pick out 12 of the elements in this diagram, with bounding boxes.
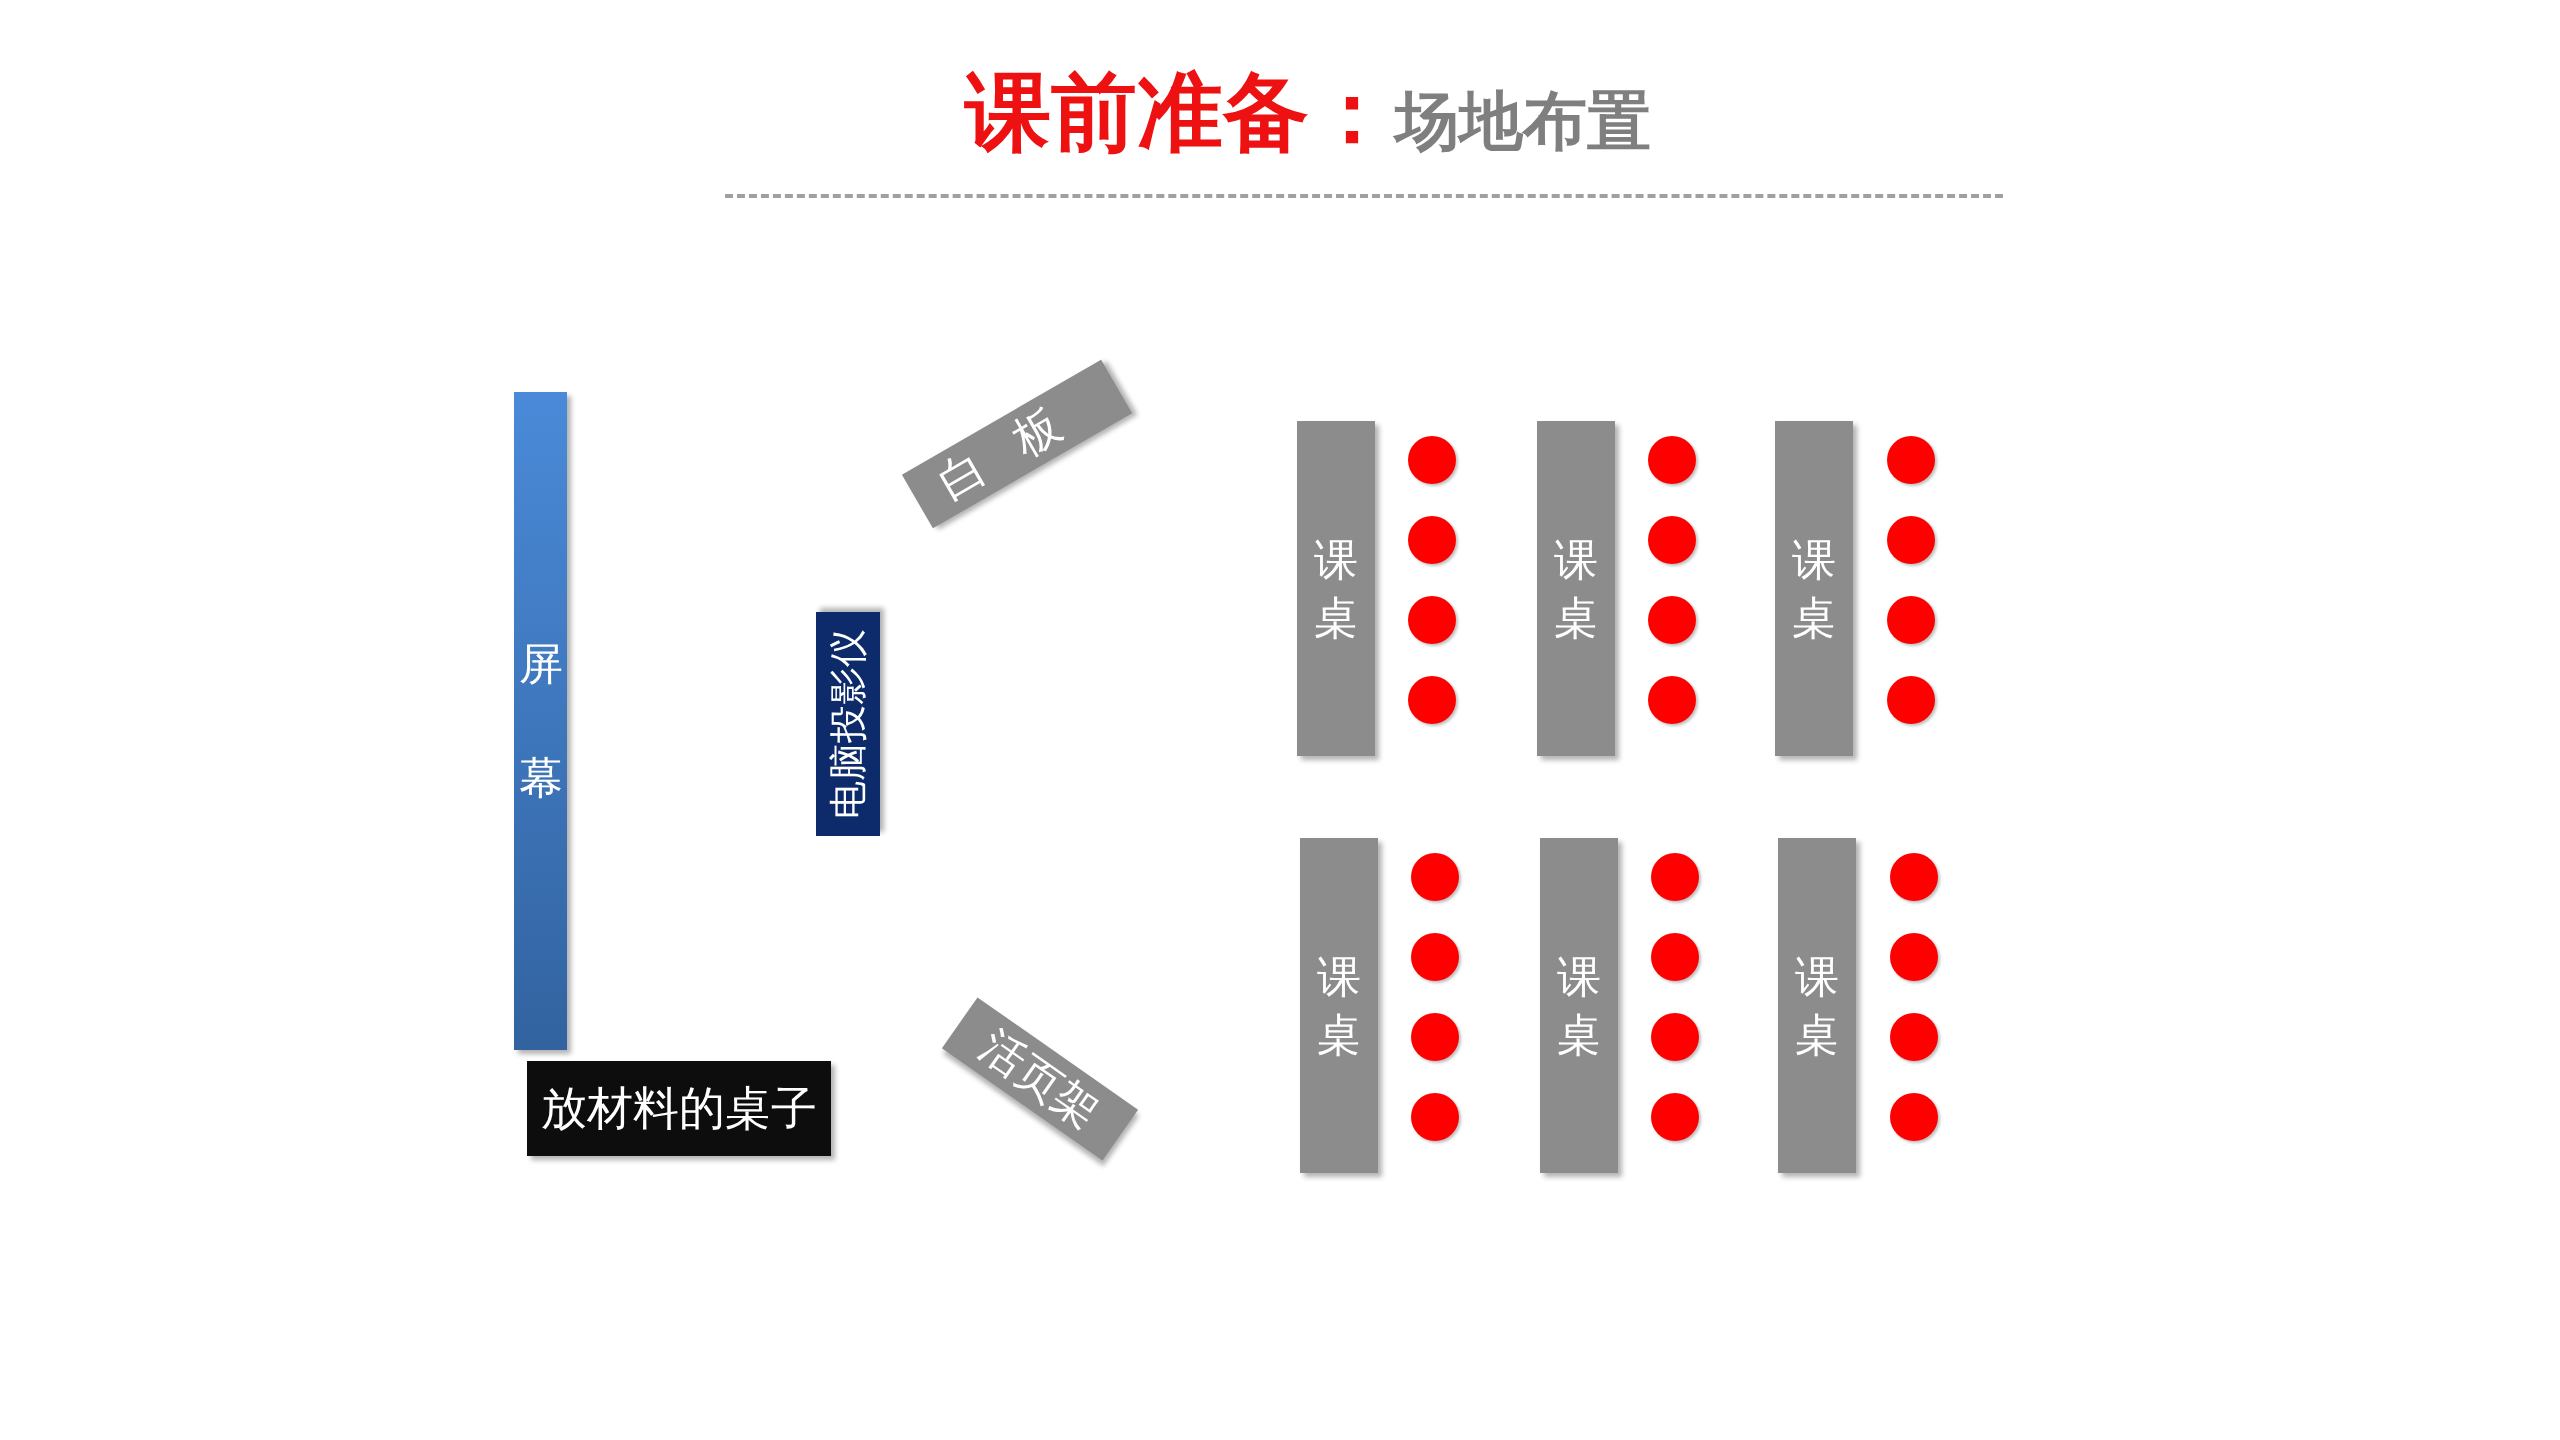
projector-table: 电脑投影仪 [816, 612, 880, 836]
flipchart: 活页架 [941, 997, 1139, 1161]
material-table: 放材料的桌子 [527, 1061, 831, 1156]
desk: 课桌 [1775, 421, 1853, 756]
desk: 课桌 [1537, 421, 1615, 756]
desk: 课桌 [1297, 421, 1375, 756]
screen-bar: 屏幕 [514, 392, 567, 1050]
whiteboard: 白板 [901, 359, 1133, 529]
desk: 课桌 [1540, 838, 1618, 1173]
desk: 课桌 [1778, 838, 1856, 1173]
desk: 课桌 [1300, 838, 1378, 1173]
subtitle: 场地布置 [1395, 83, 1651, 160]
